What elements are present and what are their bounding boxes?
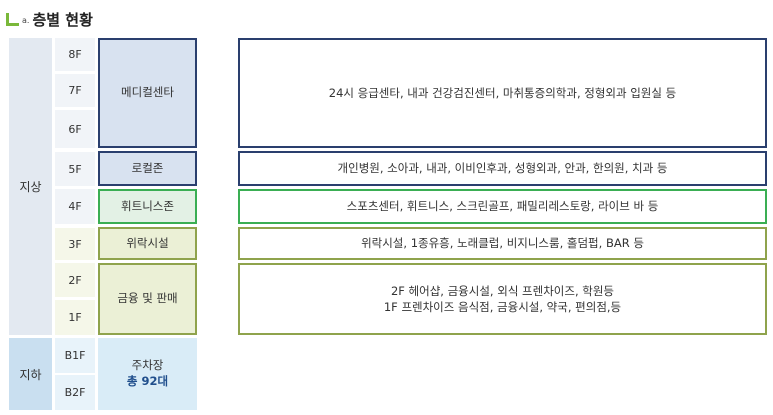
- section-title: 층별 현황: [32, 10, 93, 29]
- floor-cell: B1F: [55, 338, 95, 373]
- zone-parking-total: 총 92대: [126, 374, 169, 388]
- floor-cell: 2F: [55, 263, 95, 297]
- zone-fitness: 휘트니스존: [98, 189, 197, 224]
- zone-entertainment: 위락시설: [98, 227, 197, 260]
- group-above-label: 지상: [19, 180, 42, 194]
- desc-entertainment: 위락시설, 1종유흥, 노래클럽, 비지니스룸, 홀덤펍, BAR 등: [238, 227, 767, 260]
- zone-local-label: 로컬존: [131, 160, 164, 175]
- floor-cell: 1F: [55, 300, 95, 335]
- desc-fitness: 스포츠센터, 휘트니스, 스크린골프, 패밀리레스토랑, 라이브 바 등: [238, 189, 767, 224]
- zone-parking: 주차장 총 92대: [98, 338, 197, 410]
- zone-local: 로컬존: [98, 151, 197, 186]
- section-bracket-icon: [6, 12, 19, 26]
- desc-local-text: 개인병원, 소아과, 내과, 이비인후과, 성형외과, 안과, 한의원, 치과 …: [337, 161, 668, 176]
- floor-cell: 3F: [55, 228, 95, 260]
- desc-finance-line1: 2F 헤어샵, 금융시설, 외식 프렌차이즈, 학원등: [390, 283, 615, 298]
- floor-cell: 5F: [55, 152, 95, 186]
- zone-finance-label: 금융 및 판매: [117, 291, 178, 306]
- zone-finance-retail: 금융 및 판매: [98, 263, 197, 335]
- group-below-ground: 지하: [9, 338, 52, 410]
- zone-medical-label: 메디컬센타: [121, 85, 174, 100]
- desc-finance: 2F 헤어샵, 금융시설, 외식 프렌차이즈, 학원등 1F 프렌차이즈 음식점…: [238, 263, 767, 335]
- section-letter: a.: [22, 16, 30, 25]
- zone-parking-label: 주차장: [131, 358, 164, 373]
- floor-cell: 8F: [55, 38, 95, 71]
- floor-cell: 6F: [55, 110, 95, 148]
- desc-medical-text: 24시 응급센타, 내과 건강검진센터, 마취통증의학과, 정형외과 입원실 등: [328, 85, 677, 100]
- floor-cell: 7F: [55, 74, 95, 107]
- zone-medical-center: 메디컬센타: [98, 38, 197, 148]
- floor-cell: 4F: [55, 189, 95, 224]
- desc-medical: 24시 응급센타, 내과 건강검진센터, 마취통증의학과, 정형외과 입원실 등: [238, 38, 767, 148]
- floor-cell: B2F: [55, 375, 95, 410]
- zone-entertainment-label: 위락시설: [126, 235, 169, 250]
- section-header: a. 층별 현황: [6, 9, 93, 29]
- group-below-label: 지하: [19, 367, 42, 382]
- desc-fitness-text: 스포츠센터, 휘트니스, 스크린골프, 패밀리레스토랑, 라이브 바 등: [346, 199, 659, 214]
- zone-fitness-label: 휘트니스존: [121, 198, 174, 213]
- desc-local: 개인병원, 소아과, 내과, 이비인후과, 성형외과, 안과, 한의원, 치과 …: [238, 151, 767, 186]
- desc-finance-line2: 1F 프렌차이즈 음식점, 금융시설, 약국, 편의점,등: [383, 300, 622, 314]
- group-above-ground: 지상: [9, 38, 52, 335]
- desc-entertainment-text: 위락시설, 1종유흥, 노래클럽, 비지니스룸, 홀덤펍, BAR 등: [361, 236, 644, 251]
